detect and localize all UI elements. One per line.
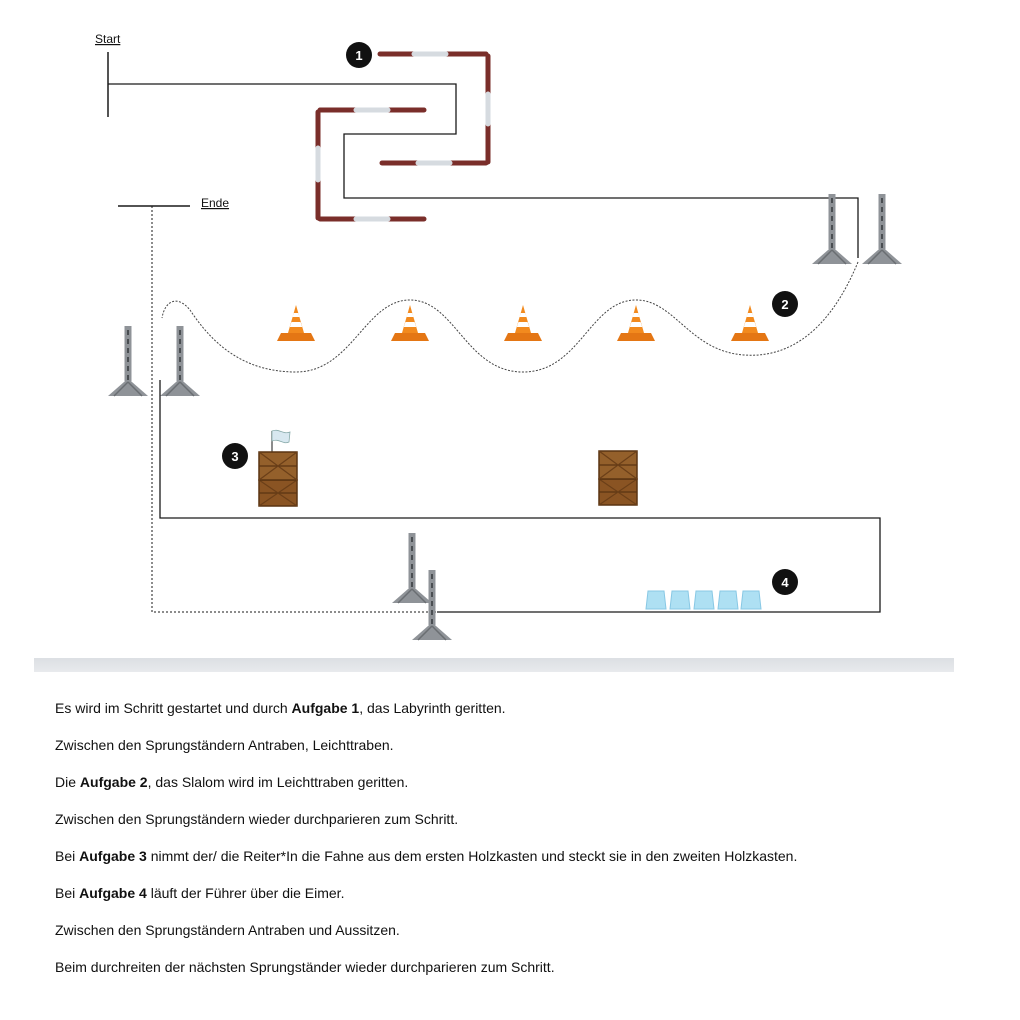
jump-stand-icon <box>391 532 433 604</box>
traffic-cone-icon <box>277 305 315 341</box>
wooden-crate-icon <box>258 451 298 507</box>
bucket-icon <box>669 590 691 610</box>
wooden-crate-icon <box>598 450 638 506</box>
slalom-path <box>161 261 859 373</box>
task-marker-1: 1 <box>346 42 372 68</box>
jump-stand-icon <box>411 569 453 641</box>
section-divider <box>34 658 954 672</box>
jump-stand-icon <box>861 193 903 265</box>
route-path-return <box>151 206 437 613</box>
jump-stand-icon <box>811 193 853 265</box>
bucket-icon <box>717 590 739 610</box>
instruction-line: Zwischen den Sprungständern Antraben, Le… <box>55 737 394 753</box>
traffic-cone-icon <box>617 305 655 341</box>
instruction-line: Zwischen den Sprungständern wieder durch… <box>55 811 459 827</box>
end-label: Ende <box>201 196 229 210</box>
labyrinth-poles <box>315 51 491 222</box>
svg-text:2: 2 <box>781 297 788 312</box>
start-label: Start <box>95 32 121 46</box>
instruction-line: Es wird im Schritt gestartet und durch A… <box>55 700 506 716</box>
instruction-line: Zwischen den Sprungständern Antraben und… <box>55 922 400 938</box>
instruction-line: Die Aufgabe 2, das Slalom wird im Leicht… <box>55 774 409 790</box>
route-path-lower <box>159 380 881 613</box>
instruction-line: Beim durchreiten der nächsten Sprungstän… <box>55 959 555 975</box>
traffic-cone-icon <box>391 305 429 341</box>
traffic-cone-icon <box>504 305 542 341</box>
instruction-line: Bei Aufgabe 3 nimmt der/ die Reiter*In d… <box>55 848 798 864</box>
jump-stand-icon <box>159 325 201 397</box>
bucket-icon <box>740 590 762 610</box>
task-marker-2: 2 <box>772 291 798 317</box>
task-marker-4: 4 <box>772 569 798 595</box>
instruction-list: Es wird im Schritt gestartet und durch A… <box>55 700 995 996</box>
course-diagram: Start Ende <box>95 32 903 641</box>
svg-text:4: 4 <box>781 575 789 590</box>
instruction-line: Bei Aufgabe 4 läuft der Führer über die … <box>55 885 345 901</box>
svg-text:1: 1 <box>355 48 362 63</box>
bucket-icon <box>693 590 715 610</box>
flag-icon <box>271 429 291 452</box>
route-path-main <box>108 83 859 258</box>
jump-stand-icon <box>107 325 149 397</box>
traffic-cone-icon <box>731 305 769 341</box>
bucket-icon <box>645 590 667 610</box>
task-marker-3: 3 <box>222 443 248 469</box>
svg-text:3: 3 <box>231 449 238 464</box>
